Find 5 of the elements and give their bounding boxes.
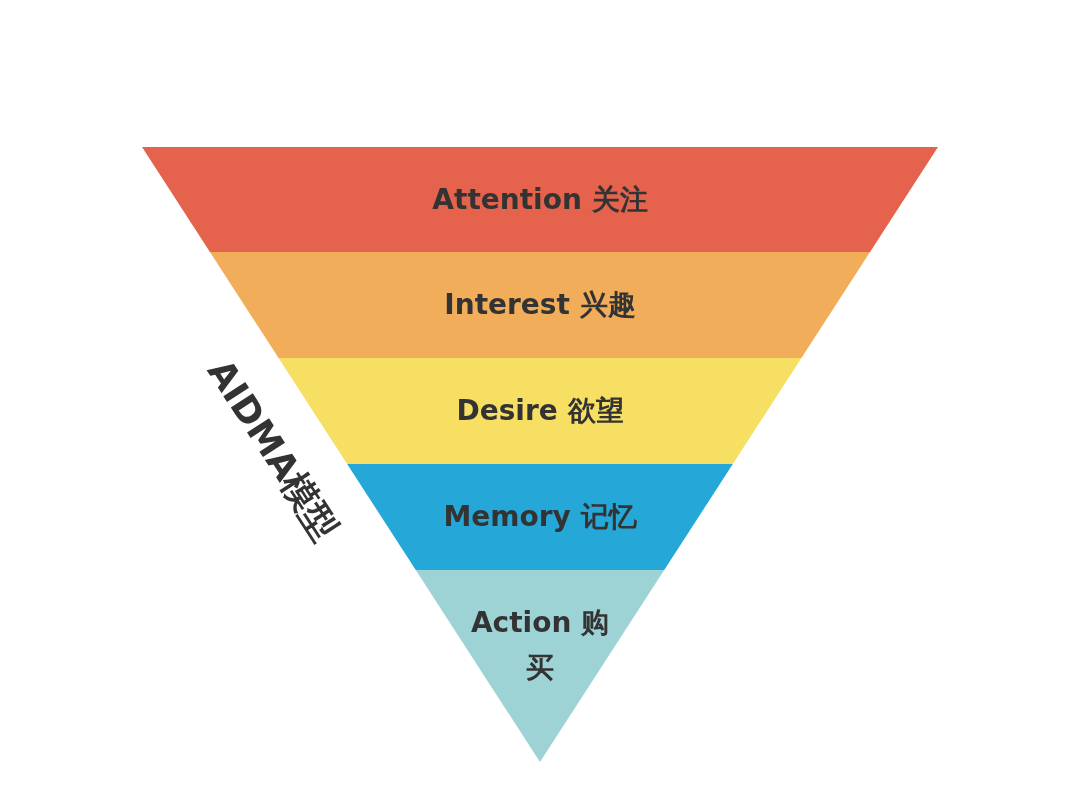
stage-label: Attention 关注: [432, 181, 648, 218]
stage-label: Action 购买: [470, 605, 610, 686]
stage-label: Memory 记忆: [443, 499, 637, 535]
stage-label: Desire 欲望: [456, 393, 624, 429]
stage-label: Interest 兴趣: [444, 287, 636, 323]
